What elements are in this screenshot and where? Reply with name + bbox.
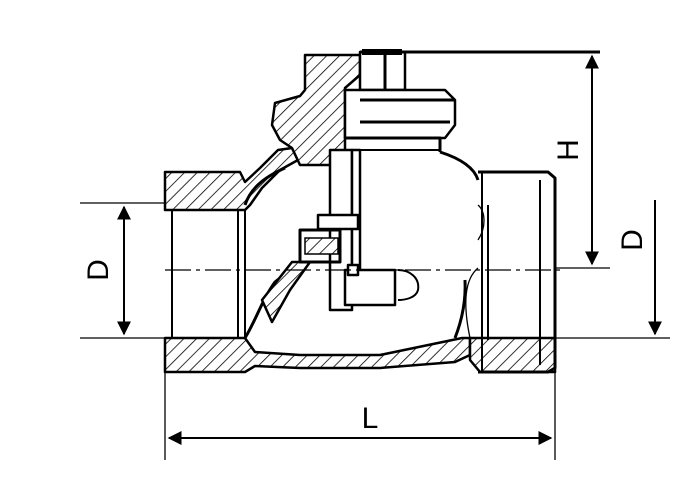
valve-body <box>163 146 557 374</box>
bonnet-cap <box>270 49 600 167</box>
left-D-label: D <box>82 259 115 281</box>
left-lower-wall-section <box>163 336 472 374</box>
H-label: H <box>552 139 585 161</box>
valve-disc <box>298 148 420 312</box>
bonnet-section <box>270 53 362 167</box>
right-D-label: D <box>616 229 649 251</box>
dimensions <box>80 54 670 460</box>
L-label: L <box>362 402 379 435</box>
left-upper-wall-section <box>163 146 300 212</box>
